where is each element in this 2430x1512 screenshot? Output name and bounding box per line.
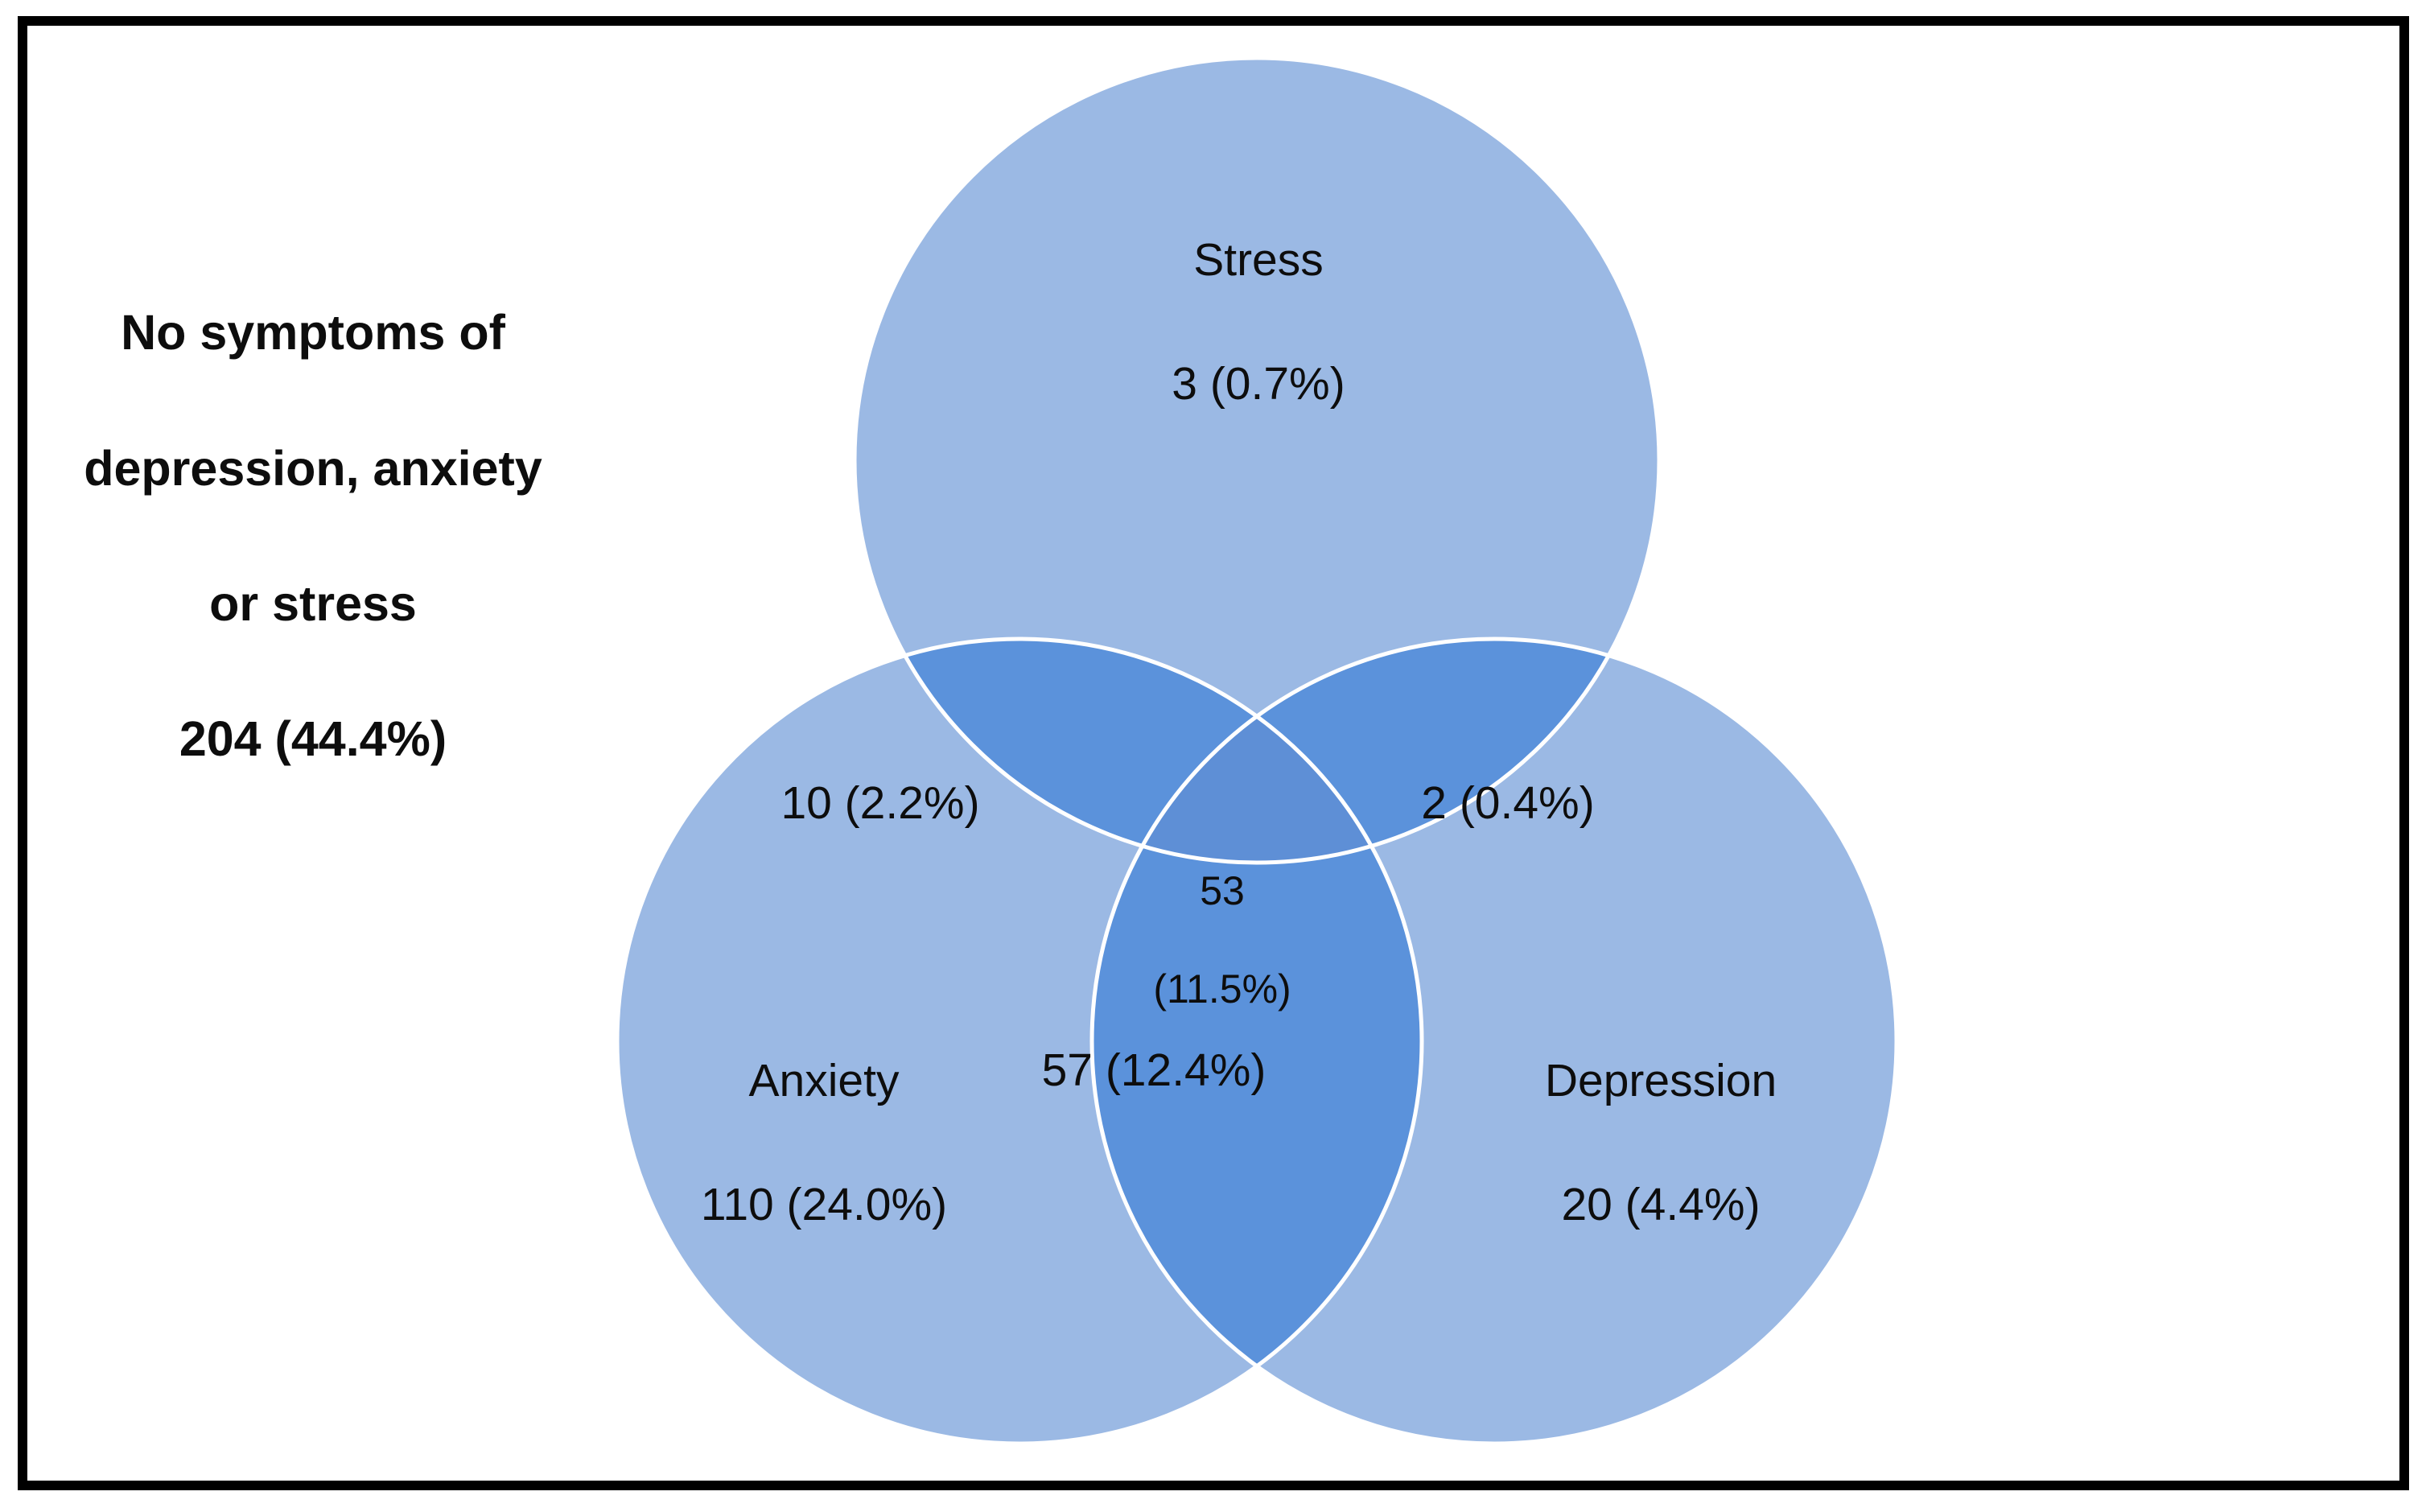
circle-anxiety-outline (615, 637, 1424, 1446)
figure-border-frame: No symptoms of depression, anxiety or st… (18, 16, 2409, 1490)
venn-diagram: No symptoms of depression, anxiety or st… (27, 26, 2419, 1500)
venn-circles-svg (615, 56, 1899, 1446)
circle-stress-outline (852, 56, 1662, 865)
circle-depression-outline (1089, 637, 1899, 1446)
overlap-all-three (1092, 639, 1422, 863)
